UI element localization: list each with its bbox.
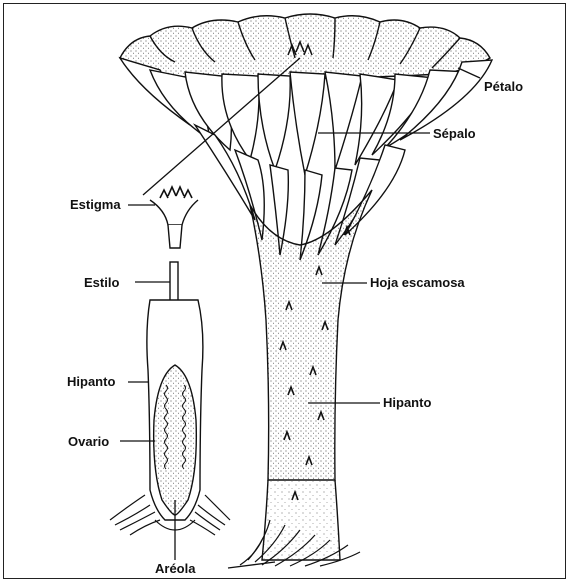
label-estilo: Estilo <box>84 276 119 289</box>
label-hipanto-left: Hipanto <box>67 375 115 388</box>
label-estigma: Estigma <box>70 198 121 211</box>
leader-areola-right <box>228 562 275 568</box>
label-ovario: Ovario <box>68 435 109 448</box>
cross-section <box>110 187 230 535</box>
stigma-detail <box>150 187 198 248</box>
ovary <box>154 365 197 515</box>
label-hipanto-right: Hipanto <box>383 396 431 409</box>
label-petalo: Pétalo <box>484 80 523 93</box>
hypanthium-tube <box>250 190 372 480</box>
label-sepalo: Sépalo <box>433 127 476 140</box>
outer-petals <box>120 14 490 79</box>
petal-ring <box>120 58 492 175</box>
label-areola: Aréola <box>155 562 195 575</box>
label-hoja-escamosa: Hoja escamosa <box>370 276 465 289</box>
